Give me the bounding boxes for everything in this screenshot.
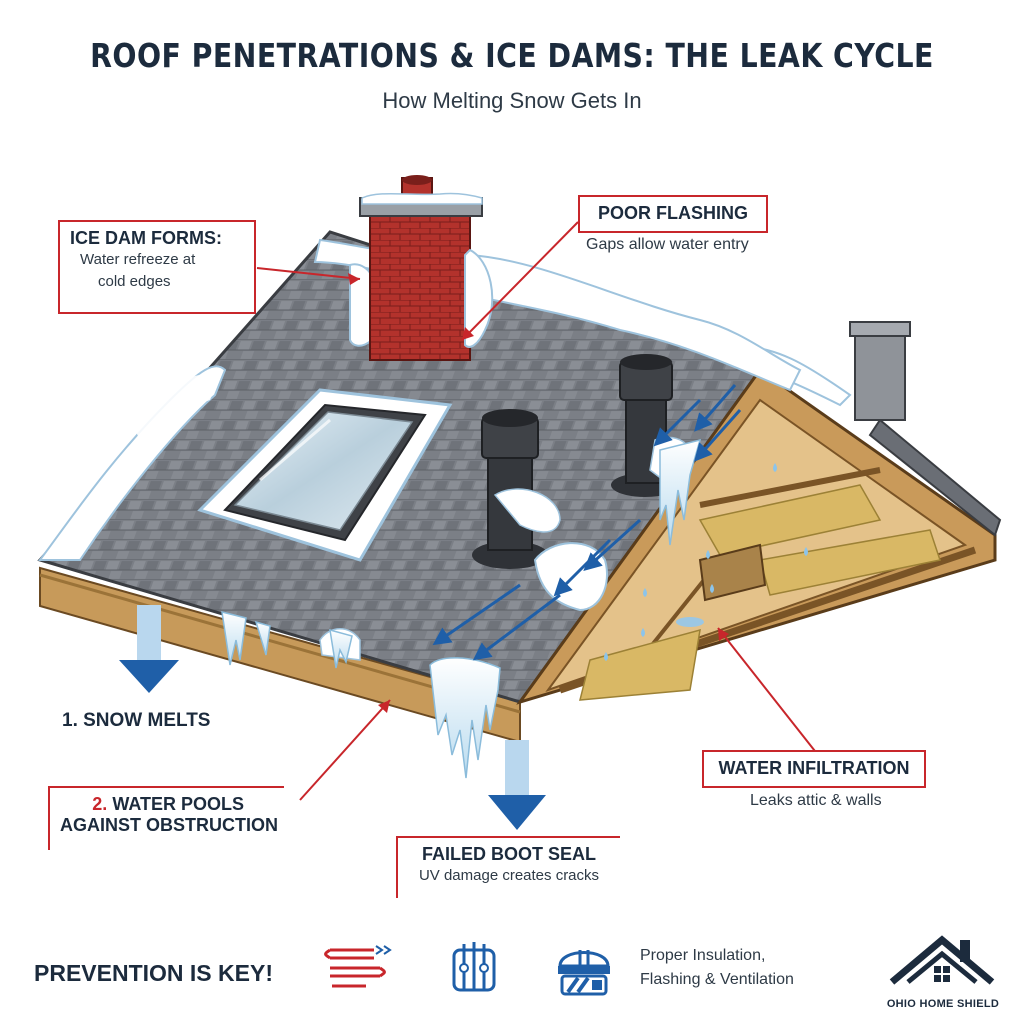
step-snow-melts: 1. SNOW MELTS [62,710,211,731]
callout-water-infiltration-box: WATER INFILTRATION [702,750,926,788]
callout-failed-boot-seal: FAILED BOOT SEAL UV damage creates crack… [396,836,620,898]
skylight [197,388,453,562]
callout-ice-dam: ICE DAM FORMS: Water refreeze at cold ed… [58,220,256,314]
callout-ice-dam-line2: cold edges [98,273,171,290]
prevention-tips: Proper Insulation, Flashing & Ventilatio… [640,944,794,992]
ventilation-icon [452,942,496,992]
runoff-arrow [488,740,546,830]
callout-poor-flashing-body: Gaps allow water entry [586,236,749,253]
snow-melts-arrow [119,605,179,693]
step-water-pools-line1-wrap: 2. WATER POOLS [60,794,274,815]
page-title: ROOF PENETRATIONS & ICE DAMS: THE LEAK C… [90,36,934,75]
step-water-pools-number: 2. [92,794,108,814]
plumbing-vent-1 [472,409,561,569]
ohio-home-shield-logo [889,935,995,985]
callout-water-infiltration-heading: WATER INFILTRATION [718,758,910,778]
insulation [698,484,882,556]
prevention-heading: PREVENTION IS KEY! [34,960,273,986]
vent-stack-right [849,321,911,421]
leader-poor-flashing [461,221,579,341]
callout-poor-flashing-heading: POOR FLASHING [597,203,748,223]
leader-water-pools [299,699,391,801]
callout-poor-flashing-box: POOR FLASHING [578,195,768,233]
callout-failed-boot-body: UV damage creates cracks [418,867,600,884]
callout-water-infiltration-body: Leaks attic & walls [750,792,882,809]
contractor-helmet-icon [558,950,610,996]
wet-insulation-box [698,543,767,602]
prevention-line1: Proper Insulation, [640,947,766,964]
leader-infiltration [717,627,823,761]
heat-cable-icon [324,945,392,988]
callout-ice-dam-heading: ICE DAM FORMS: [70,228,222,248]
step-water-pools-line1: WATER POOLS [112,794,244,814]
icicles [221,438,702,779]
prevention-line2: Flashing & Ventilation [640,971,794,988]
step-water-pools-line2: AGAINST OBSTRUCTION [60,815,278,835]
chimney [349,175,494,361]
callout-failed-boot-heading: FAILED BOOT SEAL [421,844,596,864]
callout-ice-dam-line1: Water refreeze at [80,251,196,268]
step-water-pools-box: 2. WATER POOLS AGAINST OBSTRUCTION [48,786,284,850]
leader-ice-dam [256,267,361,280]
logo-text: OHIO HOME SHIELD [886,998,1000,1010]
page-subtitle: How Melting Snow Gets In [382,88,642,113]
